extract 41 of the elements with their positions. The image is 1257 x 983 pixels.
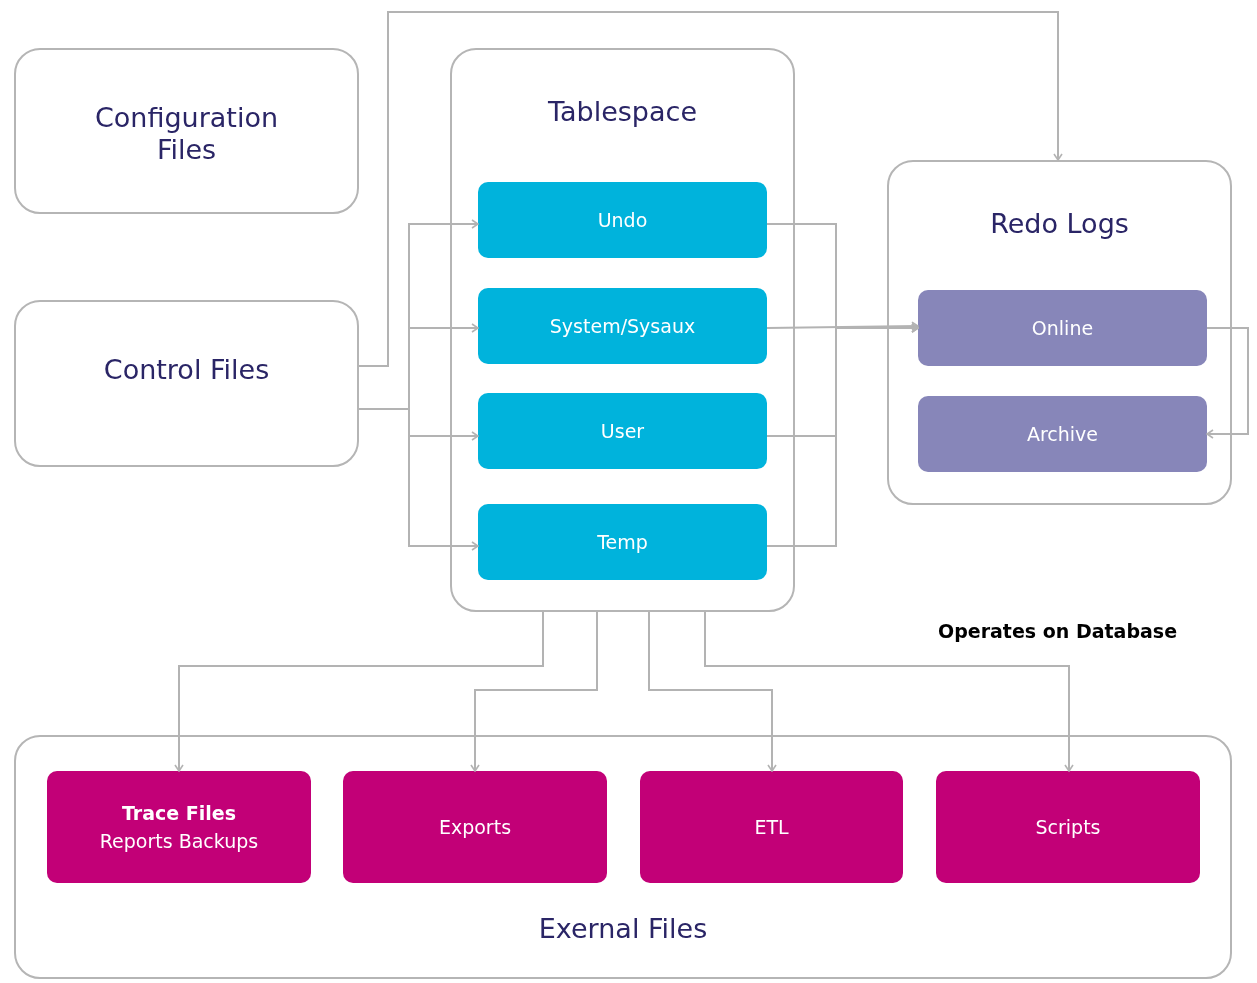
process-box bbox=[936, 771, 1200, 883]
arrow bbox=[470, 611, 598, 772]
group-title: Exernal Files bbox=[537, 913, 709, 946]
group-title: Tablespace bbox=[547, 96, 698, 129]
group-title: Redo Logs bbox=[989, 208, 1130, 241]
arrow bbox=[648, 611, 777, 772]
group-title: Configuration Files bbox=[93, 102, 280, 167]
process-box bbox=[478, 288, 767, 364]
box-label: ETL bbox=[754, 814, 789, 840]
arrow bbox=[704, 611, 1074, 772]
box-label: Archive bbox=[1026, 421, 1099, 447]
process-box bbox=[478, 504, 767, 580]
process-box bbox=[478, 182, 767, 258]
box-label: Online bbox=[1031, 315, 1094, 341]
process-box bbox=[343, 771, 607, 883]
arrow bbox=[358, 11, 1063, 367]
process-box bbox=[918, 396, 1207, 472]
arrow bbox=[1206, 327, 1249, 439]
box-title: Trace Files bbox=[122, 800, 236, 826]
box-label: Undo bbox=[597, 207, 648, 233]
box-label: System/Sysaux bbox=[549, 313, 696, 339]
box-label: User bbox=[600, 418, 645, 444]
arrow bbox=[766, 321, 919, 331]
group-container bbox=[14, 300, 359, 467]
box-label: Temp bbox=[597, 529, 648, 555]
group-container bbox=[14, 48, 359, 214]
group-container bbox=[450, 48, 795, 612]
arrow bbox=[174, 611, 544, 772]
box-label: Reports Backups bbox=[99, 829, 259, 854]
process-box bbox=[47, 771, 311, 883]
box-label: Exports bbox=[438, 814, 512, 840]
group-title: Control Files bbox=[102, 354, 271, 387]
annotation-text: Operates on Database bbox=[938, 620, 1178, 642]
process-box bbox=[918, 290, 1207, 366]
group-container bbox=[14, 735, 1232, 979]
arrow bbox=[358, 408, 479, 551]
process-box bbox=[640, 771, 903, 883]
arrow bbox=[766, 323, 919, 547]
group-container bbox=[887, 160, 1232, 505]
box-label: Scripts bbox=[1035, 814, 1101, 840]
process-box bbox=[478, 393, 767, 469]
